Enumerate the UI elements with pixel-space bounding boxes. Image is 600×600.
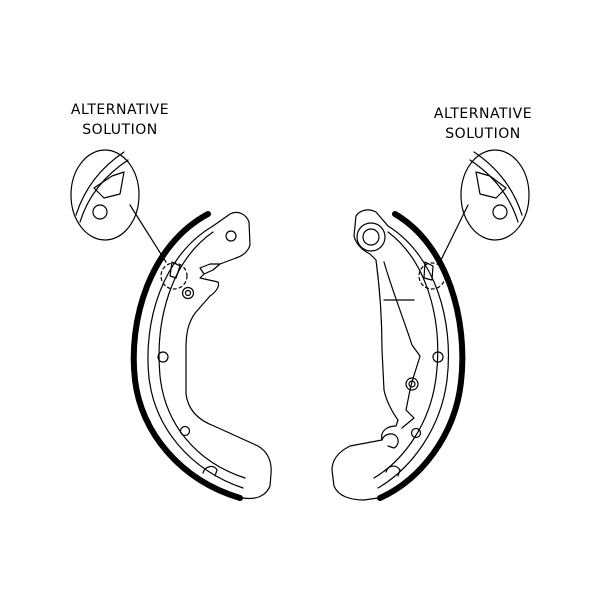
left-shoe-web: [186, 212, 271, 498]
left-shoe-hole-top: [226, 231, 236, 241]
right-zoom-detail: [461, 150, 529, 240]
callout-left-line2: SOLUTION: [82, 122, 158, 138]
left-zoom-detail: [71, 150, 139, 240]
right-shoe-cam-outer: [357, 223, 385, 251]
right-shoe-slot-bottom: [386, 466, 400, 476]
left-shoe-pin-outer: [183, 288, 194, 299]
right-shoe-lever: [384, 262, 420, 428]
right-shoe-pin-inner: [409, 381, 415, 387]
callout-label-right: ALTERNATIVE SOLUTION: [413, 104, 553, 144]
right-shoe-rim: [378, 226, 448, 488]
left-shoe-rim: [148, 226, 243, 488]
left-shoe-hole-lower: [181, 427, 190, 436]
left-shoe-rim-inner: [159, 232, 245, 478]
right-shoe-pin-outer: [406, 378, 418, 390]
left-brake-shoe: [71, 150, 271, 499]
right-shoe-web: [332, 210, 398, 500]
right-shoe-cam-inner: [363, 229, 379, 245]
left-shoe-hole-mid: [158, 352, 168, 362]
left-shoe-notch: [200, 264, 220, 274]
callout-label-left: ALTERNATIVE SOLUTION: [50, 100, 190, 140]
left-detail-circle: [161, 263, 187, 289]
callout-left-line1: ALTERNATIVE: [70, 102, 170, 118]
right-shoe-lining: [380, 214, 462, 498]
left-leader-line: [130, 205, 166, 262]
left-shoe-pin-inner: [186, 291, 191, 296]
callout-right-line2: SOLUTION: [445, 126, 521, 142]
right-leader-line: [440, 205, 468, 262]
right-shoe-slot-top: [424, 262, 433, 280]
left-shoe-slot-bottom: [203, 466, 217, 476]
callout-right-line1: ALTERNATIVE: [433, 106, 533, 122]
right-brake-shoe: [332, 150, 529, 500]
right-shoe-hole-mid: [433, 352, 443, 362]
right-detail-circle: [419, 263, 445, 289]
left-shoe-slot-top: [170, 262, 180, 278]
right-shoe-hook: [382, 434, 398, 448]
right-shoe-hole-lower: [412, 429, 421, 438]
right-shoe-rim-inner: [374, 232, 438, 478]
left-shoe-lining: [134, 214, 240, 498]
